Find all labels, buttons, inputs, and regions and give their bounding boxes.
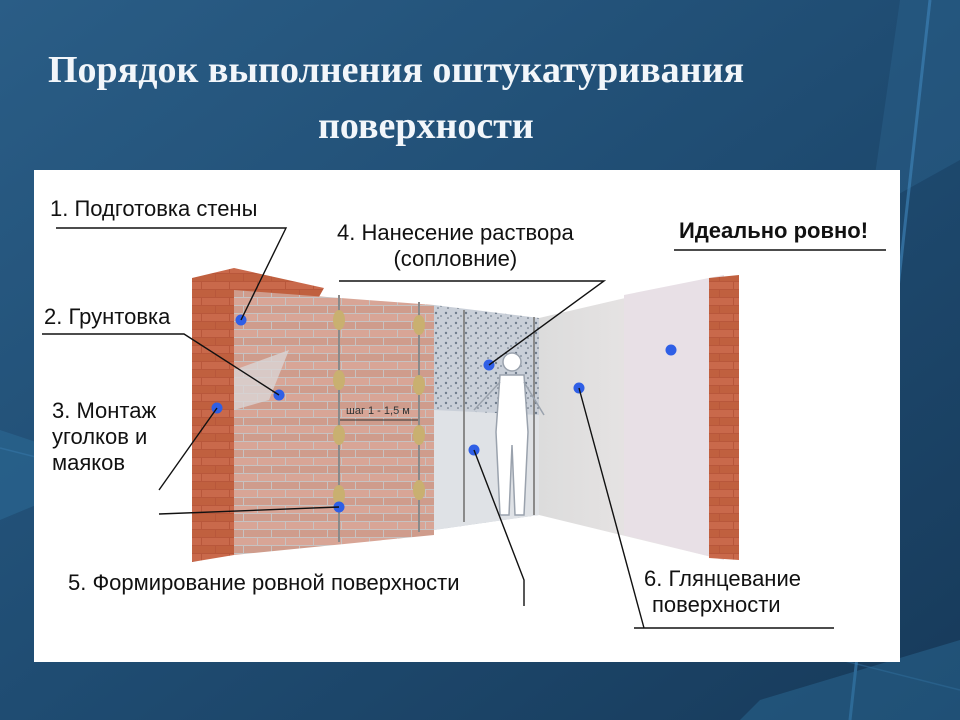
- label-step4-line2: (сопловние): [393, 246, 518, 271]
- label-step3: 3. Монтаж уголков и маяков: [52, 398, 156, 476]
- step-marker-label: шаг 1 - 1,5 м: [346, 405, 410, 417]
- label-ideal: Идеально ровно!: [679, 218, 869, 243]
- plastering-diagram: шаг 1 - 1,5 м: [34, 170, 900, 662]
- leader-lines: [42, 227, 886, 629]
- beacon-plaster-dabs: [333, 310, 425, 505]
- label-step3-line1: 3. Монтаж: [52, 398, 157, 423]
- label-step4-line1: 4. Нанесение раствора: [337, 220, 574, 245]
- page-title-line2: поверхности: [318, 105, 534, 147]
- brick-wall-right: [709, 275, 739, 560]
- label-step6: 6. Глянцевание поверхности: [644, 566, 801, 618]
- label-step1: 1. Подготовка стены: [50, 196, 258, 221]
- page-title-line1: Порядок выполнения оштукатуривания: [48, 49, 745, 91]
- label-step2: 2. Грунтовка: [44, 304, 171, 329]
- page-title: Порядок выполнения оштукатуривания повер…: [0, 42, 880, 154]
- label-step3-line2: уголков и: [52, 424, 148, 449]
- label-step6-line1: 6. Глянцевание: [644, 566, 801, 591]
- primed-wall: [234, 290, 434, 555]
- label-step3-line3: маяков: [52, 450, 126, 475]
- diagram-illustration: шаг 1 - 1,5 м: [42, 227, 886, 629]
- label-step6-line2: поверхности: [652, 592, 781, 617]
- label-step5: 5. Формирование ровной поверхности: [68, 570, 460, 595]
- worker-figure: [473, 352, 545, 516]
- label-step4: 4. Нанесение раствора (сопловние): [337, 220, 574, 272]
